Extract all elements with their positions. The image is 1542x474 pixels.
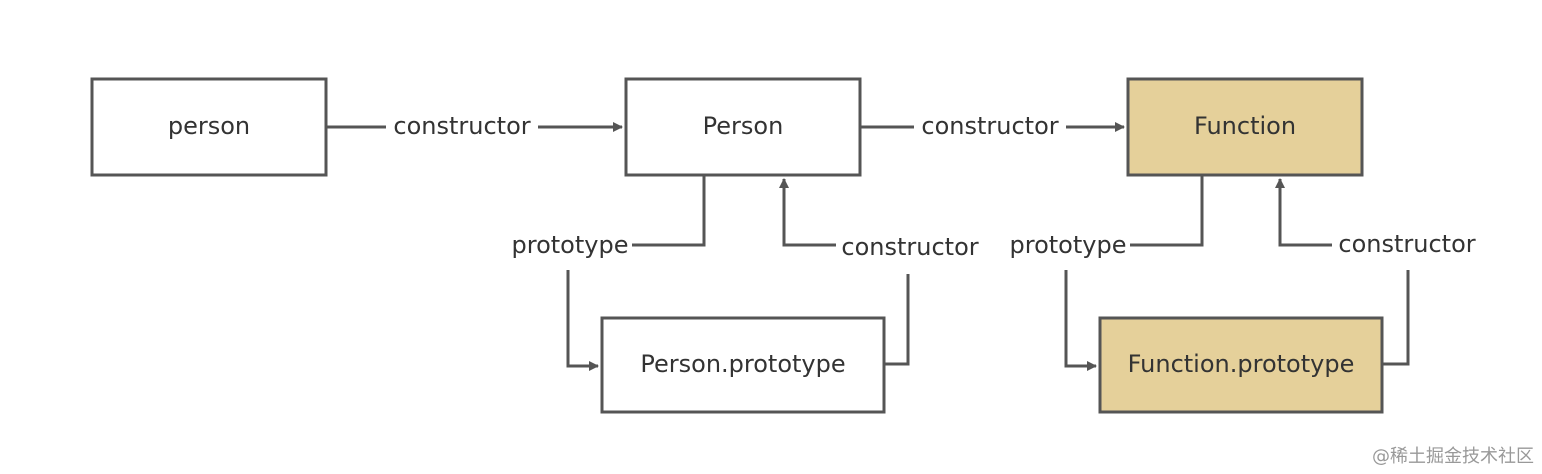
edge-person-to-Person-label: constructor <box>393 112 530 140</box>
node-Person-prototype-label: Person.prototype <box>640 350 845 378</box>
edge-Person-prototype-link: prototype <box>512 175 706 371</box>
node-Function: Function <box>1126 77 1364 177</box>
edge-Person-to-Function-label: constructor <box>921 112 1058 140</box>
edge-person-to-Person: constructor <box>326 112 623 140</box>
edge-Person-prototype-constructor-label: constructor <box>841 233 978 261</box>
watermark-text: @稀土掘金技术社区 <box>1372 446 1534 467</box>
edge-Function-prototype-constructor-label: constructor <box>1338 230 1475 258</box>
edge-Person-prototype-link-label: prototype <box>512 231 629 259</box>
edge-Person-prototype-constructor: constructor <box>779 178 979 366</box>
node-Person: Person <box>624 77 862 177</box>
edge-Function-prototype-constructor: constructor <box>1275 178 1476 366</box>
edge-Person-to-Function: constructor <box>860 112 1125 140</box>
edge-Function-prototype-link-label: prototype <box>1010 231 1127 259</box>
node-Function-label: Function <box>1194 112 1296 140</box>
node-Person-prototype: Person.prototype <box>600 316 886 414</box>
node-person: person <box>90 77 328 177</box>
edge-Function-prototype-link: prototype <box>1010 175 1204 371</box>
node-Person-label: Person <box>703 112 784 140</box>
node-Function-prototype: Function.prototype <box>1098 316 1384 414</box>
node-person-label: person <box>168 112 250 140</box>
node-Function-prototype-label: Function.prototype <box>1128 350 1355 378</box>
